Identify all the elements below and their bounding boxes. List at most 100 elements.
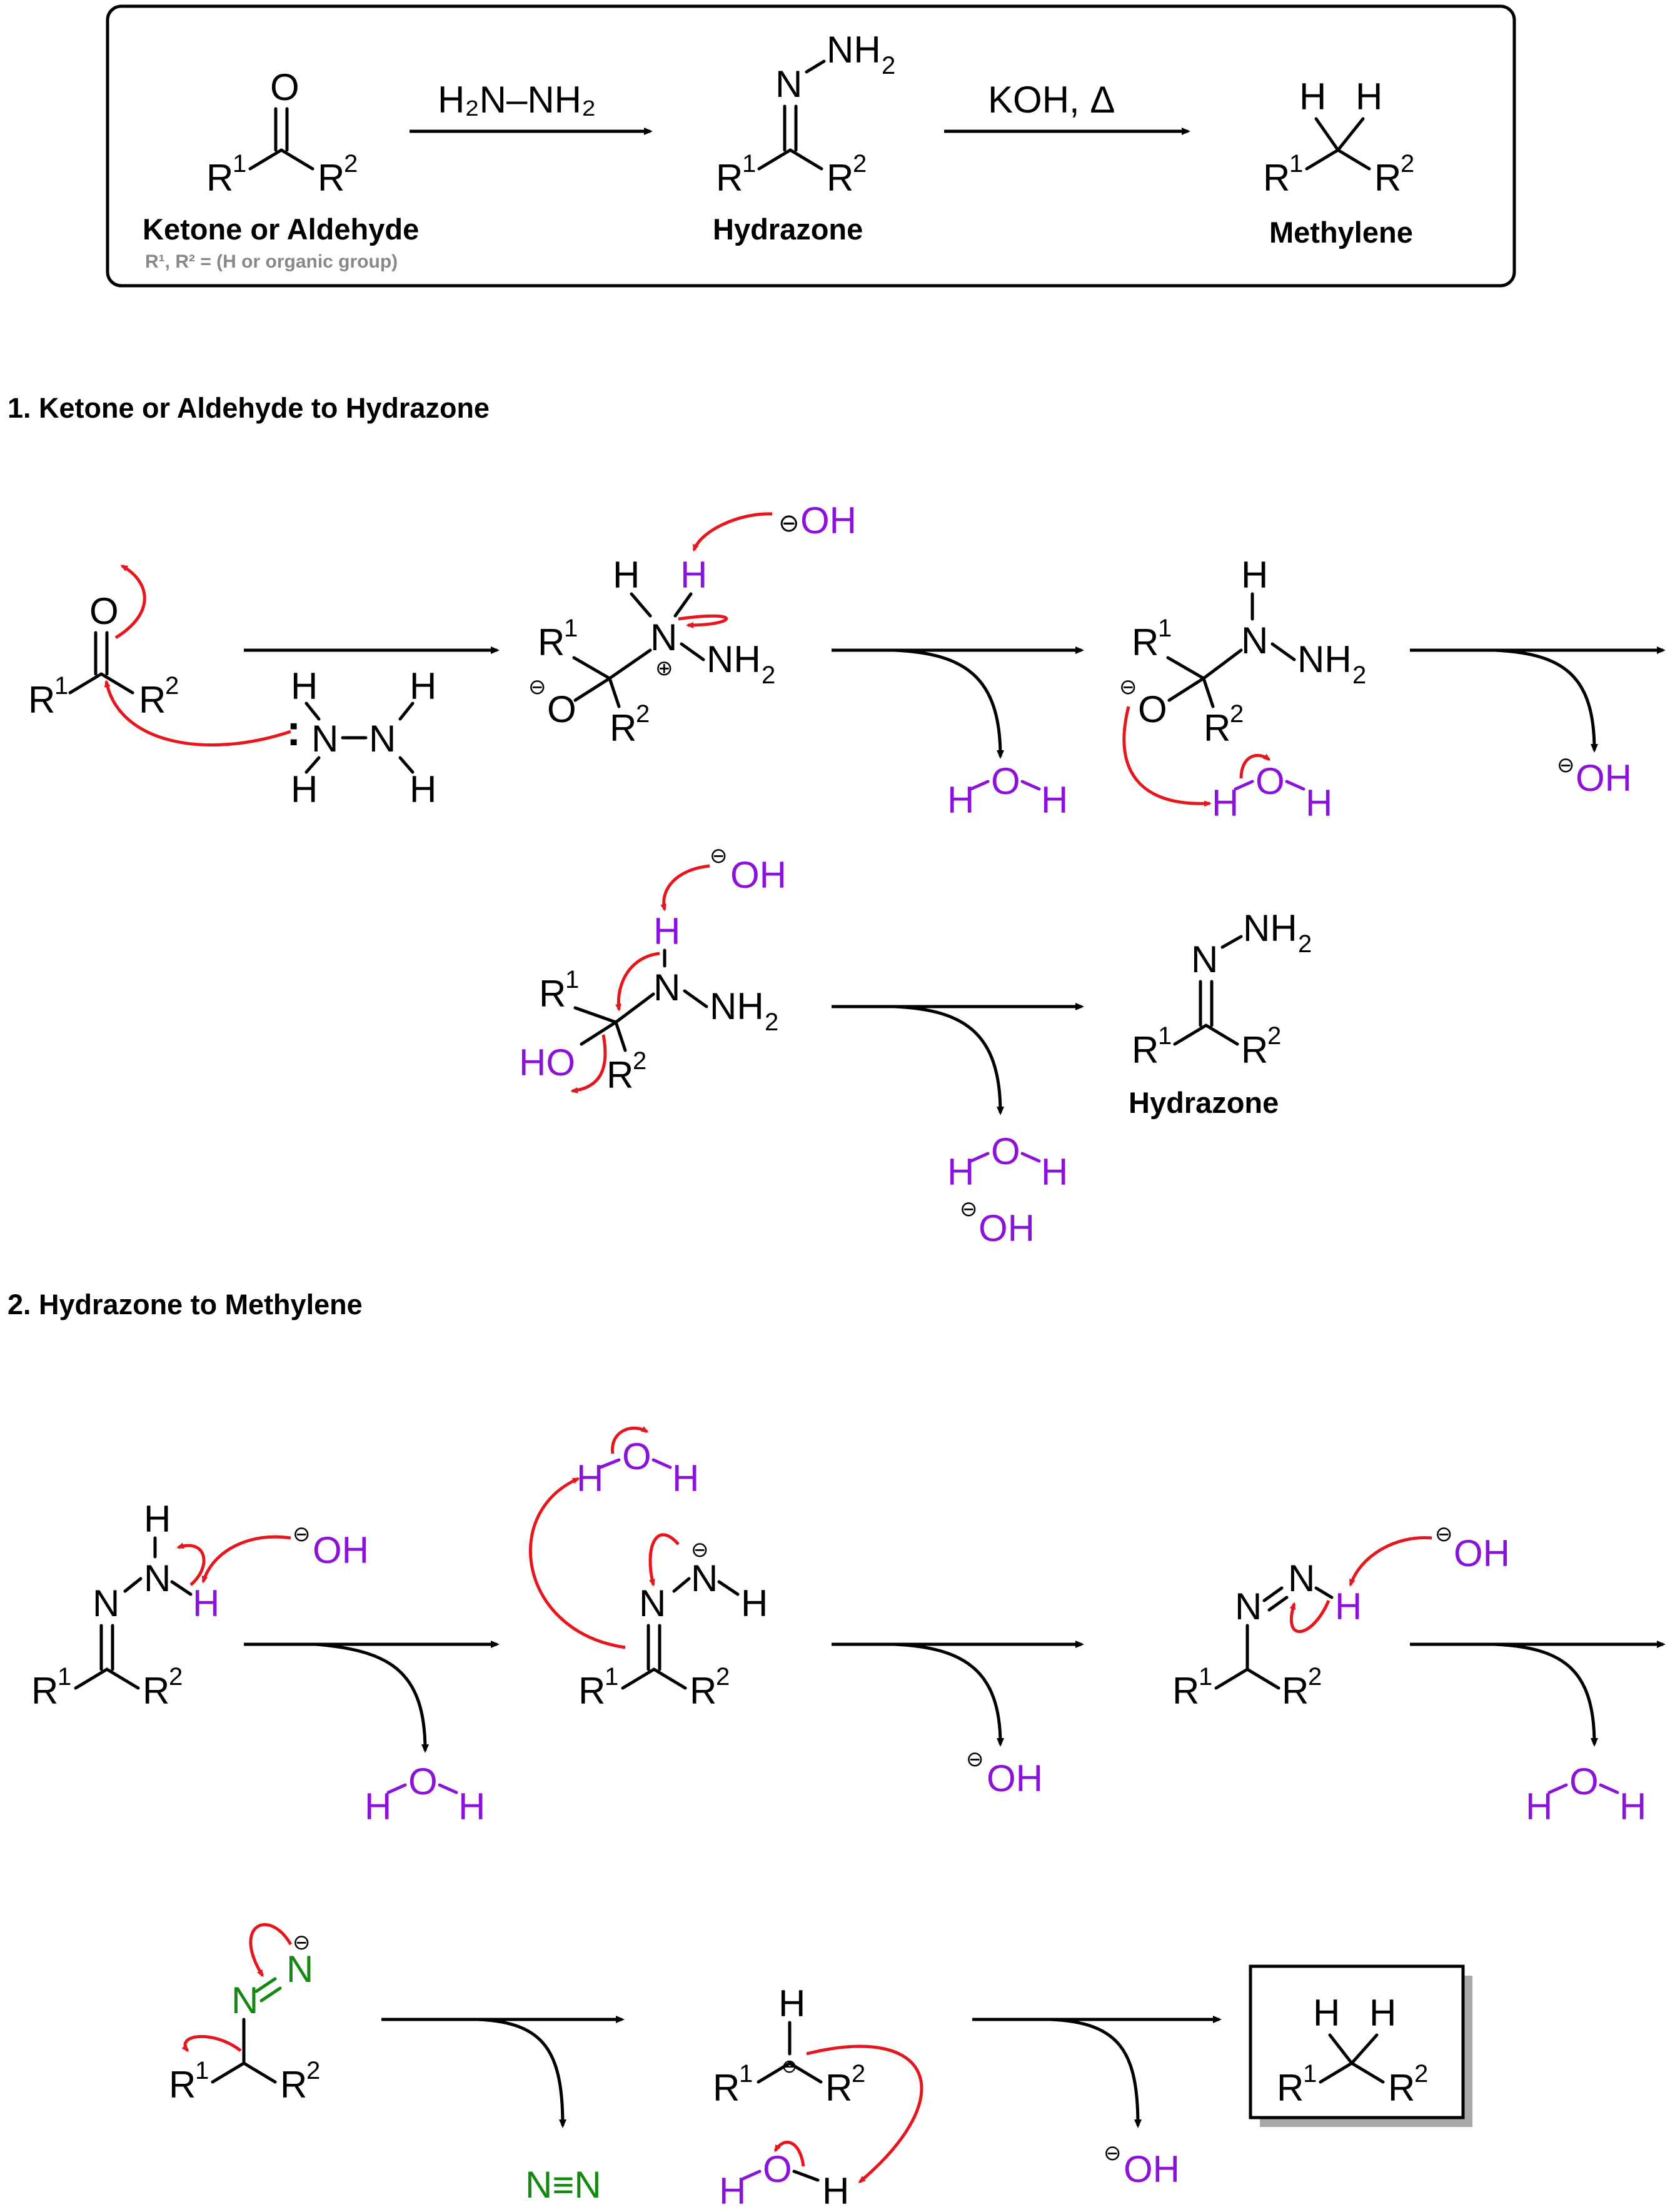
- r-label: R: [1132, 621, 1159, 663]
- curved-arrow: [1289, 1600, 1330, 1633]
- byproduct-arrow: [893, 1005, 1004, 1115]
- curved-arrow: [181, 2034, 242, 2053]
- r-label: R: [1241, 1029, 1268, 1071]
- atom-n: N: [1288, 1557, 1315, 1599]
- r-label: R: [1132, 1029, 1159, 1071]
- atom-h: H: [291, 665, 318, 707]
- r-sup: 1: [1289, 150, 1303, 178]
- curved-arrow: [806, 2044, 923, 2183]
- atom-n: N: [653, 967, 680, 1008]
- r-sup: 1: [739, 2060, 753, 2088]
- atom-o: O: [1138, 688, 1167, 730]
- curved-arrow: [773, 2140, 805, 2167]
- r-label: R: [169, 2064, 196, 2106]
- charge-minus: ⊖: [1435, 1522, 1453, 1546]
- r-label: R: [139, 679, 166, 721]
- r-label: R: [539, 973, 566, 1015]
- atom-h: H: [741, 1582, 768, 1624]
- r-sup: 2: [853, 150, 867, 178]
- hydrazone-label: Hydrazone: [713, 213, 863, 246]
- atom-n: N: [144, 1557, 171, 1599]
- atom-h: H: [1305, 782, 1332, 824]
- r-sup: 1: [58, 1663, 71, 1691]
- r-label: R: [31, 1670, 58, 1712]
- r-label: R: [1388, 2067, 1415, 2109]
- r-label: R: [538, 621, 565, 663]
- hydroxide: OH: [730, 854, 787, 896]
- r-sup: 1: [54, 672, 68, 700]
- charge-minus: ⊖: [710, 844, 728, 868]
- atom-h: H: [410, 665, 436, 707]
- r-label: R: [716, 157, 743, 199]
- byproduct-water-hydroxide: H O H ⊖ OH: [947, 1130, 1068, 1249]
- r-label: R: [1204, 707, 1230, 749]
- atom-h: H: [1041, 779, 1068, 821]
- hydroxide: OH: [1124, 2148, 1180, 2190]
- byproduct-arrow: [478, 2018, 566, 2128]
- step2-diazenide: ⊖ N N R 1 R 2: [169, 1923, 320, 2106]
- r-sup: 2: [165, 672, 179, 700]
- curved-arrow: [615, 952, 660, 1012]
- curved-arrow: [1122, 706, 1212, 807]
- atom-n: N: [1241, 620, 1268, 661]
- r-label: R: [610, 707, 636, 749]
- r-sup: 2: [633, 1047, 646, 1075]
- atom-h: H: [680, 554, 707, 596]
- lone-pair: :: [286, 706, 301, 755]
- r-sup: 2: [636, 700, 650, 728]
- r-sup: 2: [852, 2060, 865, 2088]
- atom-h: H: [719, 2170, 746, 2212]
- r-label: R: [1263, 157, 1290, 199]
- r-label: R: [28, 679, 55, 721]
- step2-hydrazone: H N H N R 1 R 2 ⊖ OH: [31, 1498, 369, 1712]
- r-label: R: [1172, 1670, 1199, 1712]
- curved-arrow: [648, 1533, 680, 1587]
- r-label: R: [690, 1670, 717, 1712]
- atom-nh: NH: [827, 29, 881, 71]
- section-title-1: 1. Ketone or Aldehyde to Hydrazone: [8, 392, 490, 424]
- summary-hydrazone: N NH 2 R 1 R 2 Hydrazone: [713, 29, 895, 246]
- step1-ketone-hydrazine: O R 1 R 2 H H H H : N N: [28, 564, 436, 810]
- atom-h: H: [1369, 1992, 1396, 2034]
- subscript-2: 2: [762, 661, 775, 689]
- r-sup: 1: [1158, 615, 1172, 642]
- step2-anion: H O H ⊖ N H N R 1 R 2: [529, 1426, 768, 1712]
- r-sup: 1: [1303, 2060, 1317, 2088]
- curved-arrow: [529, 1477, 626, 1649]
- charge-minus: ⊖: [778, 510, 800, 537]
- atom-h: H: [947, 1151, 974, 1193]
- r-sup: 1: [1158, 1022, 1172, 1050]
- atom-n: N: [691, 1557, 718, 1599]
- atom-nh: NH: [1297, 638, 1352, 680]
- r-sup: 2: [1267, 1022, 1281, 1050]
- byproduct-hydroxide: ⊖ OH: [1557, 753, 1632, 799]
- atom-o: O: [1569, 1761, 1599, 1802]
- r-sup: 2: [1414, 2060, 1428, 2088]
- atom-n: N: [1235, 1586, 1262, 1627]
- atom-o: O: [547, 688, 576, 730]
- atom-n: N: [639, 1582, 666, 1624]
- r-sup: 1: [564, 615, 578, 642]
- curved-arrow: [678, 614, 728, 628]
- charge-minus: ⊖: [1119, 675, 1137, 699]
- curved-arrow: [176, 1542, 206, 1586]
- curved-arrow: [570, 1034, 607, 1093]
- atom-n: N: [369, 718, 396, 760]
- r-label: R: [713, 2067, 740, 2109]
- summary-ketone: O R 1 R 2 Ketone or Aldehyde R¹, R² = (H…: [143, 66, 419, 272]
- atom-o: O: [408, 1761, 438, 1802]
- atom-h: H: [822, 2170, 849, 2212]
- charge-minus: ⊖: [293, 1931, 311, 1954]
- charge-plus: ⊕: [655, 656, 673, 680]
- hydroxide: OH: [978, 1207, 1035, 1249]
- charge-minus: ⊖: [293, 1522, 311, 1546]
- atom-o: O: [763, 2148, 792, 2190]
- atom-nh: NH: [710, 985, 764, 1027]
- r-sup: 2: [1401, 150, 1414, 178]
- byproduct-water: H O H: [1526, 1761, 1646, 1827]
- charge-minus: ⊖: [691, 1538, 709, 1562]
- section-title-2: 2. Hydrazone to Methylene: [8, 1289, 363, 1320]
- hydroxide: OH: [313, 1529, 369, 1571]
- atom-h: H: [1241, 554, 1268, 596]
